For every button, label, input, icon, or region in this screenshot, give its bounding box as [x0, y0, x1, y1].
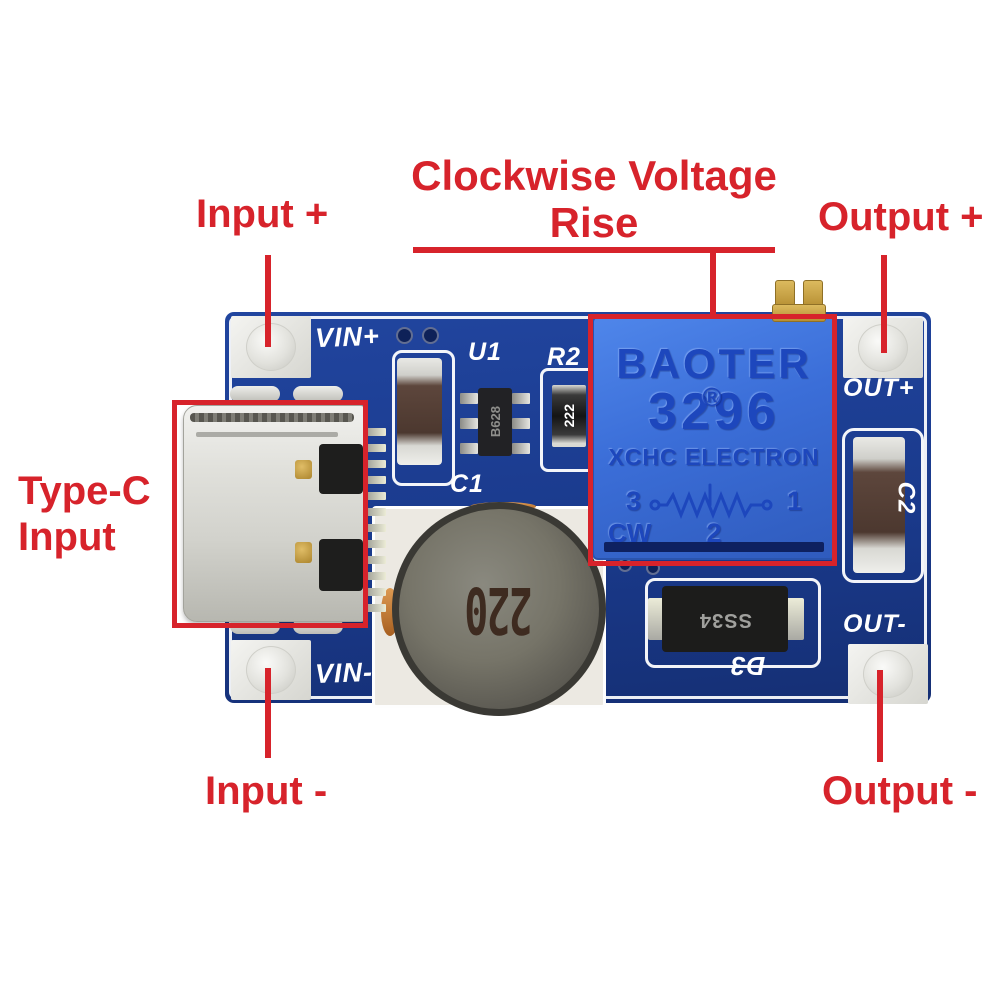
silkscreen-d3: D3	[730, 651, 766, 681]
connector-pin	[362, 476, 386, 484]
capacitor-c1	[397, 358, 442, 465]
potentiometer-callout-box	[588, 314, 837, 566]
connector-pin	[362, 428, 386, 436]
connector-pin	[362, 524, 386, 532]
silkscreen-c2: C2	[892, 481, 920, 515]
output-plus-label: Output +	[818, 195, 984, 239]
silkscreen-c1: C1	[450, 470, 484, 498]
pot-pin1-label: 1	[787, 485, 803, 516]
pot-maker: XCHC ELECTRON	[608, 444, 820, 470]
resistor-marking: 222	[561, 404, 577, 428]
inductor-marking: 220	[465, 572, 533, 646]
input-minus-label: Input -	[205, 769, 328, 813]
inductor-l1: 220	[392, 502, 606, 716]
connector-pin	[362, 508, 386, 516]
resistor-r2: 222	[552, 385, 586, 447]
pad-hole	[246, 323, 296, 371]
via	[422, 327, 439, 344]
capacitor-c2-outline	[842, 428, 924, 583]
connector-pin	[362, 460, 386, 468]
silkscreen-vin-plus: VIN+	[314, 320, 381, 354]
chip-pin	[512, 418, 530, 429]
pot-model: 3296	[648, 383, 780, 441]
type-c-connector	[183, 405, 365, 622]
input-plus-label: Input +	[196, 192, 329, 236]
connector-contact	[295, 460, 312, 479]
connector-contact	[295, 542, 312, 563]
diode-lead	[648, 598, 666, 640]
diode-d3-outline	[645, 578, 821, 668]
chip-pin	[460, 393, 478, 404]
chip-pin	[512, 393, 530, 404]
connector-pin	[362, 492, 386, 500]
diode-d3: SS34	[662, 586, 788, 652]
silkscreen-vin-minus: VIN-	[314, 656, 374, 690]
capacitor-c2	[853, 437, 905, 573]
pad-vin-plus	[231, 316, 311, 378]
silkscreen-out-plus: OUT+	[843, 374, 915, 402]
pot-pin2-label: 2	[706, 518, 722, 548]
connector-pin	[362, 604, 386, 612]
connector-pin	[362, 444, 386, 452]
pot-brand: BAOTER	[616, 340, 812, 387]
resistor-symbol-icon	[649, 483, 773, 520]
title-line2: Rise	[549, 199, 639, 246]
input-plus-pointer-line	[265, 255, 271, 347]
chip-marking: B628	[487, 406, 503, 438]
typec-label-line2: Input	[18, 515, 116, 559]
silkscreen-u1: U1	[468, 338, 502, 366]
potentiometer: BAOTER 3296® XCHC ELECTRON 3 1 CW 2	[592, 316, 836, 560]
diode-marking: SS34	[698, 608, 752, 631]
output-minus-label: Output -	[822, 769, 978, 813]
chip-pin	[460, 418, 478, 429]
output-minus-pointer-line	[877, 670, 883, 762]
pot-pin3-label: 3	[625, 485, 641, 516]
output-plus-pointer-line	[881, 255, 887, 353]
chip-u1: B628	[478, 388, 512, 456]
title-line1: Clockwise Voltage	[411, 152, 777, 199]
connector-pin	[362, 540, 386, 548]
chip-pin	[512, 443, 530, 454]
pot-pin-row: 3 1	[594, 478, 834, 524]
silkscreen-out-minus: OUT-	[843, 610, 907, 638]
pad-hole	[863, 650, 913, 698]
mounting-lug	[293, 386, 343, 402]
diode-lead	[786, 598, 804, 640]
typec-label-line1: Type-C	[18, 469, 151, 513]
connector-pin	[362, 572, 386, 580]
connector-pin	[362, 556, 386, 564]
connector-etch-line	[196, 432, 338, 437]
title-pointer-line	[710, 247, 716, 317]
pad-vin-minus	[231, 640, 311, 700]
connector-clip	[319, 539, 363, 591]
mounting-lug	[230, 386, 280, 402]
connector-rim	[190, 413, 354, 422]
pad-hole	[246, 646, 296, 694]
pot-bottom-shadow	[604, 542, 824, 552]
silkscreen-r2: R2	[547, 343, 581, 371]
pot-registered-mark: ®	[702, 382, 726, 412]
input-minus-pointer-line	[265, 668, 271, 758]
title-underline	[413, 247, 775, 253]
pad-out-minus	[848, 644, 928, 704]
via	[396, 327, 413, 344]
capacitor-c1-outline	[392, 350, 455, 486]
connector-pin	[362, 588, 386, 596]
chip-pin	[460, 443, 478, 454]
connector-clip	[319, 444, 363, 494]
type-c-callout-box	[172, 400, 368, 628]
